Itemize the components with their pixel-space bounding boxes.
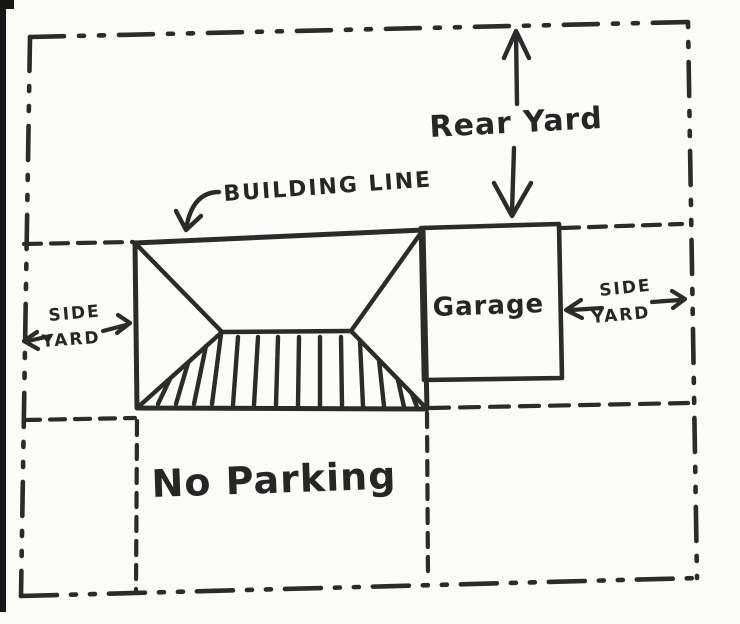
garage-label: Garage <box>432 289 544 323</box>
rear-yard-annotation: Rear Yard <box>429 28 604 219</box>
no-parking-strip-left-edge <box>133 418 140 594</box>
side-yard-left-arrow-right-shaft <box>100 322 129 334</box>
side-yard-right-arrow-left-head <box>563 297 585 321</box>
side-yard-left-annotation: SIDE YARD <box>21 301 133 352</box>
house-roof-plan <box>132 227 430 412</box>
side-yard-right-arrow-right-head <box>669 288 688 311</box>
building-line-label: BUILDING LINE <box>223 167 433 207</box>
roof-ridge <box>219 328 354 335</box>
side-yard-left-label-line1: SIDE <box>48 301 102 325</box>
lot-boundary-left <box>18 34 33 599</box>
scan-edge-artifact <box>0 0 6 612</box>
building-line-arrow-shaft <box>184 189 222 227</box>
roof-hip-bottom-left <box>134 329 225 411</box>
roof-hip-top-left <box>132 240 225 335</box>
side-yard-right-annotation: SIDE YARD <box>563 276 688 328</box>
side-yard-right-arrow-left-shaft <box>568 305 605 313</box>
lot-boundary-front <box>18 575 700 599</box>
side-yard-left-arrow-right-head <box>114 312 133 336</box>
rear-yard-arrow-up-head <box>501 28 532 61</box>
scan-corner-artifact <box>0 0 14 9</box>
side-yard-left-arrow-left-shaft <box>25 333 53 344</box>
garage-outline <box>418 221 565 383</box>
building-line-dashed-left <box>21 239 136 247</box>
side-yard-left-label-line2: YARD <box>40 328 101 352</box>
building-line-arrow-head <box>173 208 204 233</box>
no-parking-strip-right-edge <box>424 410 431 583</box>
roof-hip-top-right <box>348 227 426 334</box>
front-yard-lines <box>22 400 691 594</box>
rear-yard-arrow-down-shaft <box>509 145 517 215</box>
rear-yard-arrow-up-shaft <box>513 30 520 107</box>
side-yard-left-arrow-left-head <box>21 329 41 352</box>
rear-yard-label: Rear Yard <box>429 101 604 145</box>
lot-boundary <box>18 19 700 599</box>
no-parking-label: No Parking <box>151 453 397 506</box>
lot-boundary-right <box>685 19 700 581</box>
lot-boundary-rear <box>27 19 691 40</box>
front-line-dashed-left <box>22 415 138 423</box>
side-yard-right-arrow-right-shaft <box>649 297 683 305</box>
side-yard-right-label-line1: SIDE <box>598 276 652 301</box>
roof-hatching <box>155 331 420 410</box>
front-line-dashed-right <box>427 400 691 411</box>
side-yard-right-label-line2: YARD <box>590 303 652 328</box>
building-line-extensions <box>21 221 685 247</box>
garage: Garage <box>418 221 565 383</box>
rear-yard-arrow-down-head <box>491 180 534 219</box>
building-line-annotation: BUILDING LINE <box>173 167 433 233</box>
building-line-dashed-right <box>559 221 685 231</box>
